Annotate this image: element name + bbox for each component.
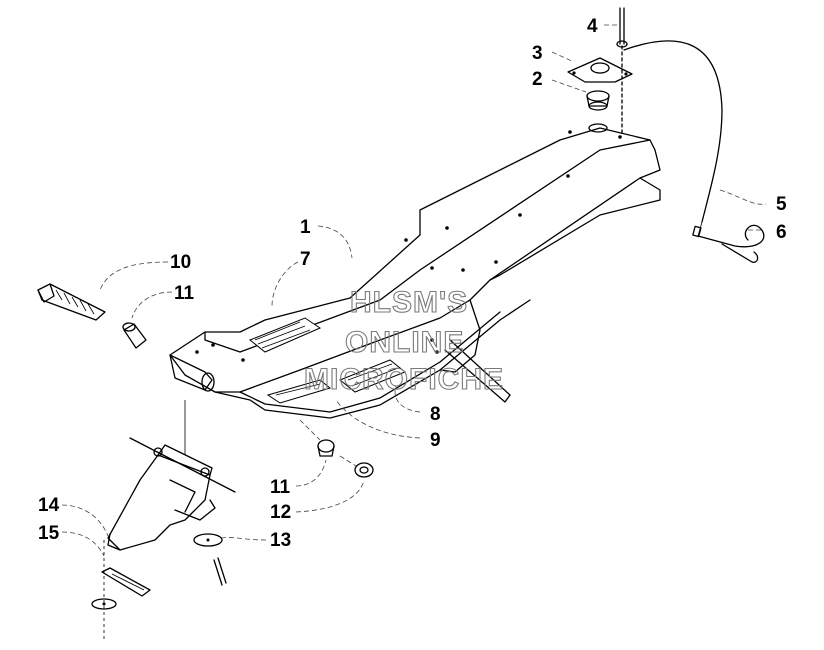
callout-14: 14 <box>38 495 60 516</box>
callout-2: 2 <box>532 69 543 90</box>
grommet-2 <box>586 90 610 111</box>
decal-9 <box>266 379 332 404</box>
callouts: 1 2 3 4 5 6 7 8 9 10 11 11 12 13 14 15 <box>38 16 787 551</box>
callout-12: 12 <box>270 502 291 523</box>
watermark-line-2: ONLINE <box>345 326 464 359</box>
watermark: HLSM'S ONLINE MICROFICHE <box>303 285 504 396</box>
callout-7: 7 <box>300 249 311 270</box>
plate-14 <box>101 567 151 597</box>
callout-11-bottom: 11 <box>270 477 291 498</box>
callout-4: 4 <box>587 16 598 37</box>
washer-12 <box>354 462 374 478</box>
leader-lines <box>61 24 767 557</box>
plate-3 <box>567 57 633 83</box>
bushing-11-top <box>122 322 147 349</box>
callout-9: 9 <box>430 430 441 451</box>
bolt-10 <box>37 283 106 321</box>
bushing-11-bottom <box>317 439 335 457</box>
washer-13 <box>193 533 227 586</box>
washer-15 <box>91 540 117 640</box>
watermark-line-3: MICROFICHE <box>304 363 504 396</box>
stand-body <box>169 123 661 419</box>
lanyard-5 <box>623 40 723 238</box>
callout-13: 13 <box>270 530 291 551</box>
callout-10: 10 <box>170 252 191 273</box>
decal-8 <box>339 359 406 393</box>
watermark-line-1: HLSM'S <box>350 286 468 319</box>
callout-11-top: 11 <box>174 283 195 304</box>
callout-15: 15 <box>38 523 60 544</box>
callout-5: 5 <box>776 194 787 215</box>
callout-3: 3 <box>532 43 543 64</box>
callout-1: 1 <box>300 217 311 238</box>
pin-4 <box>616 7 628 136</box>
callout-8: 8 <box>430 404 441 425</box>
callout-6: 6 <box>776 222 787 243</box>
decal-7 <box>249 317 322 353</box>
clip-6 <box>697 224 765 263</box>
stand-leg <box>107 400 236 551</box>
